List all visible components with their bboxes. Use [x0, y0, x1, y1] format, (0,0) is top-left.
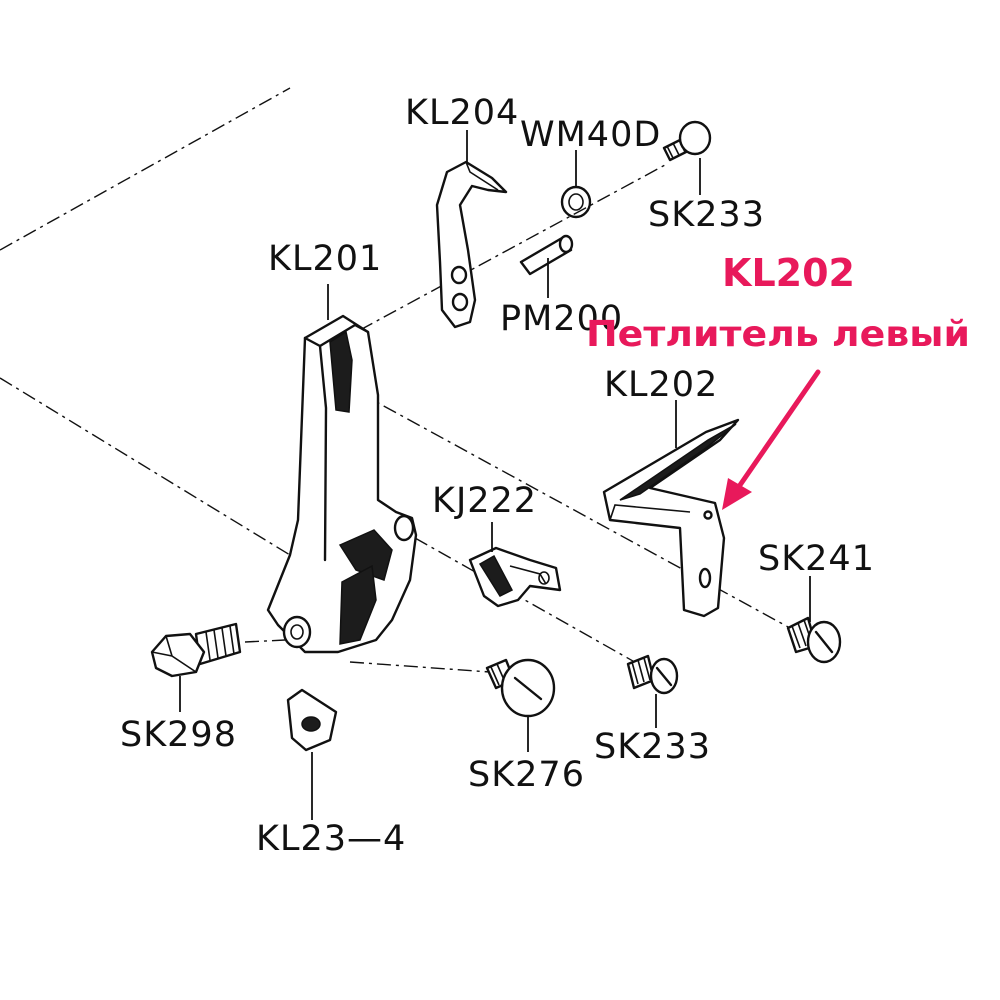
label-sk276: SK276	[468, 755, 585, 795]
part-sk298	[150, 622, 242, 678]
part-kl23-4	[286, 688, 338, 752]
callout-code: KL202	[722, 251, 855, 295]
label-sk241: SK241	[758, 539, 875, 579]
label-kl204: KL204	[405, 93, 519, 133]
callout-arrow	[722, 369, 821, 510]
part-sk276	[485, 658, 556, 718]
label-wm40d: WM40D	[520, 115, 661, 155]
label-kl23-4: KL23—4	[256, 819, 406, 859]
leader-lines	[179, 130, 811, 820]
part-sk241	[786, 616, 842, 664]
label-sk298: SK298	[120, 715, 237, 755]
part-kl204	[435, 160, 508, 329]
callout-description: Петлитель левый	[586, 314, 970, 355]
label-sk233-top: SK233	[648, 195, 765, 235]
label-kl202: KL202	[604, 365, 718, 405]
part-kl201	[266, 314, 418, 654]
part-sk233-bottom	[626, 654, 679, 695]
part-sk233-top	[662, 120, 712, 162]
part-pm200	[519, 234, 574, 276]
label-pm200: PM200	[500, 299, 623, 339]
label-kj222: KJ222	[432, 481, 537, 521]
part-kj222	[468, 546, 562, 608]
part-kl202	[602, 418, 740, 618]
label-kl201: KL201	[268, 239, 382, 279]
label-sk233-bottom: SK233	[594, 727, 711, 767]
